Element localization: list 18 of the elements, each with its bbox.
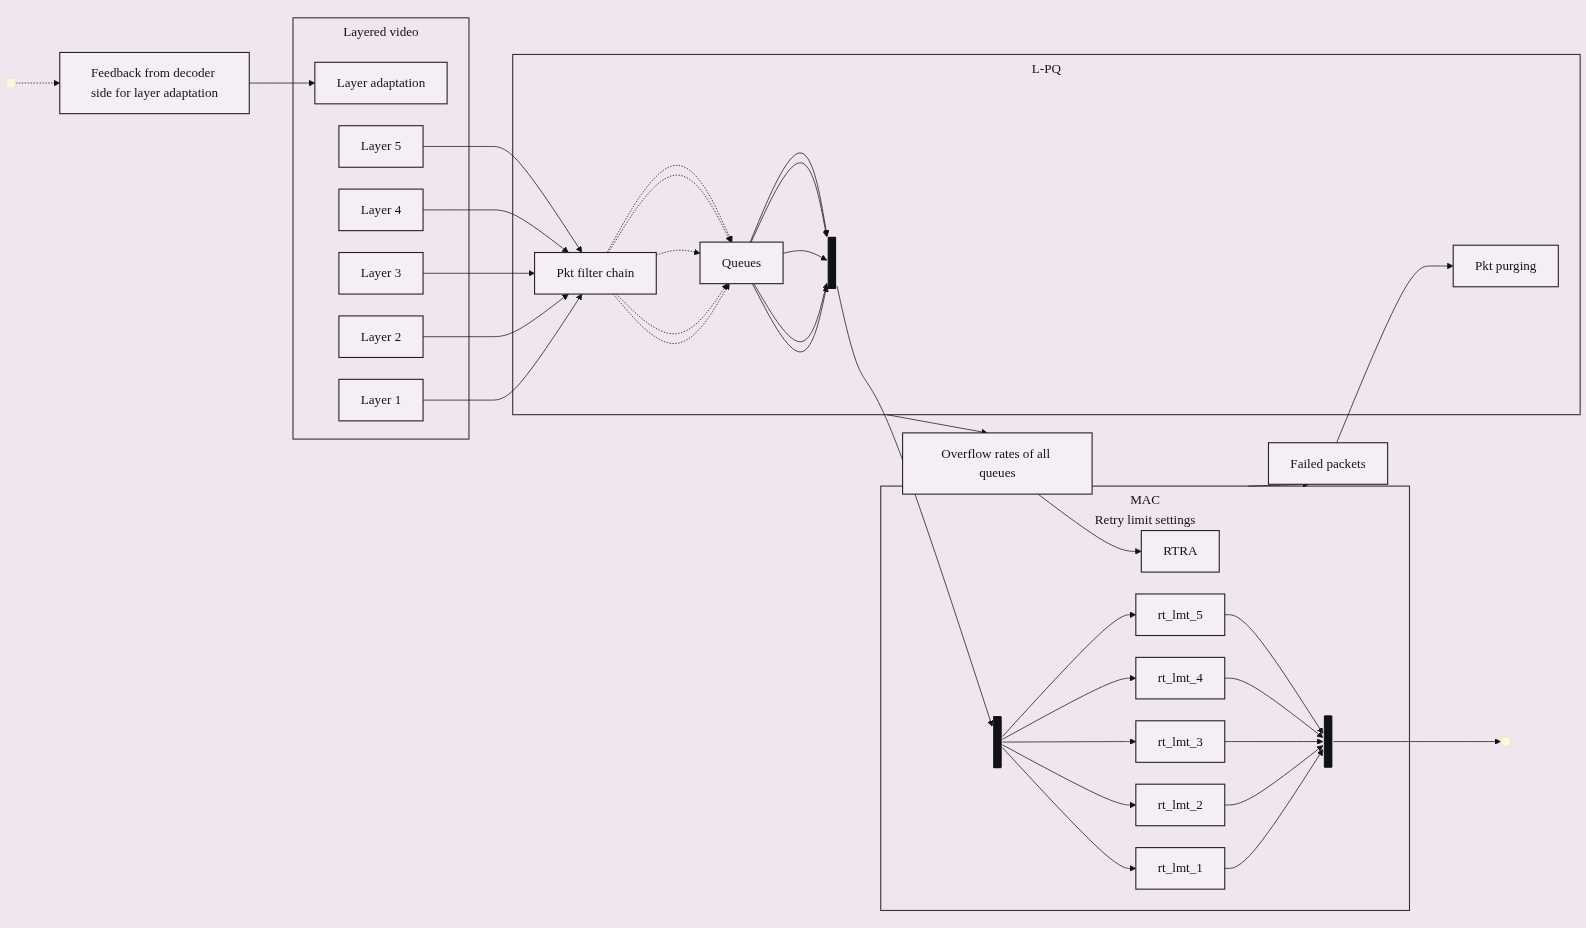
node-box: Layer 1 xyxy=(338,378,424,422)
node-box: rt_lmt_5 xyxy=(1135,593,1226,636)
node-box: Layer 2 xyxy=(338,315,424,358)
node-box: rt_lmt_1 xyxy=(1135,846,1226,890)
node-box: RTRA xyxy=(1140,529,1220,573)
node-box: Pkt filter chain xyxy=(534,251,657,295)
node-box: Overflow rates of all queues xyxy=(902,432,1093,495)
node-box: Pkt purging xyxy=(1452,244,1559,288)
node-box: Layer 3 xyxy=(338,251,424,295)
node-box: rt_lmt_4 xyxy=(1135,656,1226,700)
node-box: Queues xyxy=(699,241,784,285)
node-box: Layer 5 xyxy=(338,125,424,168)
node-box: Failed packets xyxy=(1267,442,1389,485)
node-box: Layer adaptation xyxy=(314,61,448,105)
node-box: rt_lmt_2 xyxy=(1135,783,1226,827)
node-box: Layer 4 xyxy=(338,188,424,232)
node-box: Feedback from decoder side for layer adaptation xyxy=(59,51,250,115)
node-box: rt_lmt_3 xyxy=(1135,720,1226,763)
